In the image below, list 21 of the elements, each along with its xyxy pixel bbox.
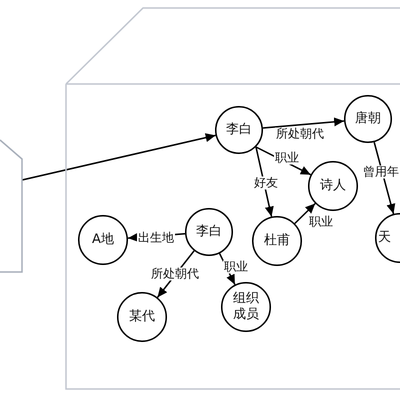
pentagon-outline — [0, 139, 24, 274]
edge-label: 出生地 — [137, 232, 175, 244]
edge-label: 所处朝代 — [275, 128, 325, 140]
arrow — [22, 133, 216, 181]
entity-circle: 杜甫 — [252, 216, 302, 266]
arrow — [262, 117, 344, 129]
entity-circle: 诗人 — [308, 161, 358, 211]
edge-label: 职业 — [274, 152, 300, 164]
entity-circle: A地 — [78, 215, 128, 265]
entity-circle: 李白 — [185, 208, 233, 256]
entity-circle: 组织成员 — [221, 282, 271, 332]
arrow — [294, 202, 316, 224]
edge-label: 好友 — [253, 176, 279, 190]
edge-label: 所处朝代 — [150, 268, 200, 280]
entity-circle: 唐朝 — [344, 95, 392, 143]
entity-circle: 某代 — [117, 292, 167, 342]
cube-outline — [65, 7, 400, 391]
entity-circle: 李白 — [215, 106, 263, 154]
edge-label: 职业 — [308, 216, 334, 228]
edge-label: 职业 — [223, 260, 249, 274]
edge-label: 曾用年 — [362, 166, 400, 178]
